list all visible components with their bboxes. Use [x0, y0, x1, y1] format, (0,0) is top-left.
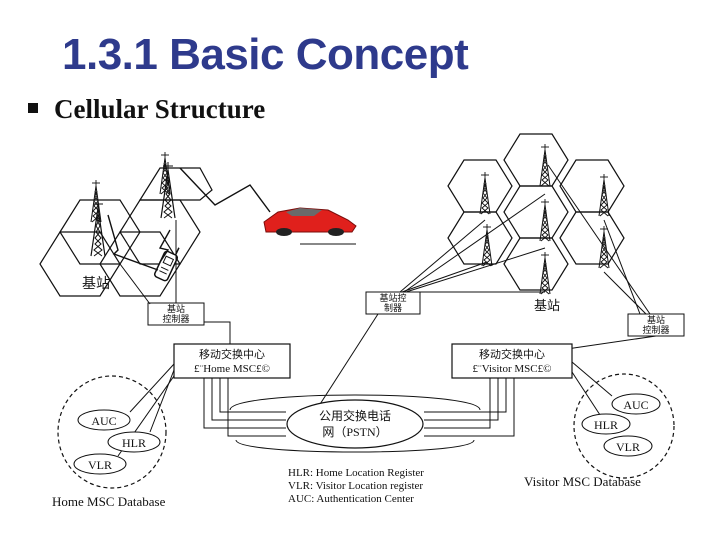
visitor-db-cluster: [573, 373, 675, 479]
home-vlr-label: VLR: [88, 458, 112, 472]
left-base-station-label: 基站: [82, 275, 110, 292]
hex-cell: [447, 159, 513, 213]
legend-vlr: VLR: Visitor Location register: [288, 480, 423, 492]
bullet-item: Cellular Structure: [28, 94, 265, 125]
msc-db-link: [129, 363, 175, 413]
left-bsc-label: 控制器: [162, 313, 189, 324]
pstn-ring: [229, 394, 481, 453]
pstn-label: 公用交换电话: [319, 408, 391, 423]
bsc-msc-link: [204, 321, 231, 344]
visitor-hlr-label: HLR: [594, 418, 618, 432]
hex-cell: [447, 211, 513, 265]
msc-db-link: [571, 371, 603, 419]
base-station-tower-icon: [598, 173, 610, 217]
base-station-tower-icon: [539, 198, 551, 242]
right-base-station-label: 基站: [534, 298, 560, 313]
msc-db-link: [149, 369, 175, 433]
hlr-node: [581, 413, 631, 435]
radio-link: [179, 167, 271, 213]
base-station-tower-icon: [481, 223, 493, 267]
hex-cell: [503, 237, 569, 291]
car-icon: [263, 207, 357, 245]
home-msc-box: [173, 343, 291, 379]
far-right-bsc-label: 基站: [647, 314, 665, 325]
hex-cell: [559, 211, 625, 265]
left-bsc-label: 基站: [167, 303, 185, 314]
home-db-cluster: [57, 375, 167, 489]
bsc-link: [119, 263, 151, 305]
visitor-vlr-label: VLR: [616, 440, 640, 454]
left-cell-cluster: [39, 167, 213, 297]
base-station-tower-icon: [539, 251, 551, 295]
right-bsc-box: [365, 291, 421, 315]
vlr-node: [603, 435, 653, 457]
visitor-msc-title: 移动交换中心: [479, 347, 545, 361]
vlr-node: [73, 453, 127, 475]
bullet-text: Cellular Structure: [54, 94, 266, 124]
visitor-msc-subtitle: £¨Visitor MSC£©: [473, 363, 552, 375]
right-cell-cluster: [447, 133, 625, 291]
mobile-phone-icon: [153, 247, 180, 282]
square-bullet-icon: [28, 102, 38, 113]
trunk-lines: [203, 378, 515, 437]
hex-cell: [138, 167, 213, 201]
hex-cell: [559, 159, 625, 213]
pstn-ellipse: [286, 399, 424, 449]
far-right-bsc-label: 控制器: [642, 324, 669, 335]
home-msc-title: 移动交换中心: [199, 347, 265, 361]
msc-db-link: [571, 361, 613, 397]
hlr-node: [107, 431, 161, 453]
auc-node: [77, 409, 131, 431]
right-bsc-label: 制器: [384, 302, 402, 313]
home-auc-label: AUC: [91, 414, 116, 428]
radio-link: [107, 214, 159, 271]
visitor-db-caption: Visitor MSC Database: [524, 474, 641, 489]
home-hlr-label: HLR: [122, 436, 146, 450]
legend-hlr: HLR: Home Location Register: [288, 467, 424, 479]
base-station-tower-icon: [479, 171, 491, 215]
visitor-auc-label: AUC: [623, 398, 648, 412]
legend-auc: AUC: Authentication Center: [288, 493, 414, 505]
visitor-msc-box: [451, 343, 573, 379]
slide-title: 1.3.1 Basic Concept: [62, 30, 469, 79]
hex-cell: [99, 231, 181, 297]
hex-cell: [503, 185, 569, 239]
right-bsc-label: 基站控: [379, 292, 406, 303]
radio-link: [158, 229, 171, 263]
pstn-label: 网（PSTN）: [322, 425, 387, 439]
hex-cell: [503, 133, 569, 187]
home-db-caption: Home MSC Database: [52, 494, 166, 509]
home-msc-subtitle: £¨Home MSC£©: [194, 363, 270, 375]
auc-node: [611, 393, 661, 415]
bsc-links: [314, 164, 657, 413]
